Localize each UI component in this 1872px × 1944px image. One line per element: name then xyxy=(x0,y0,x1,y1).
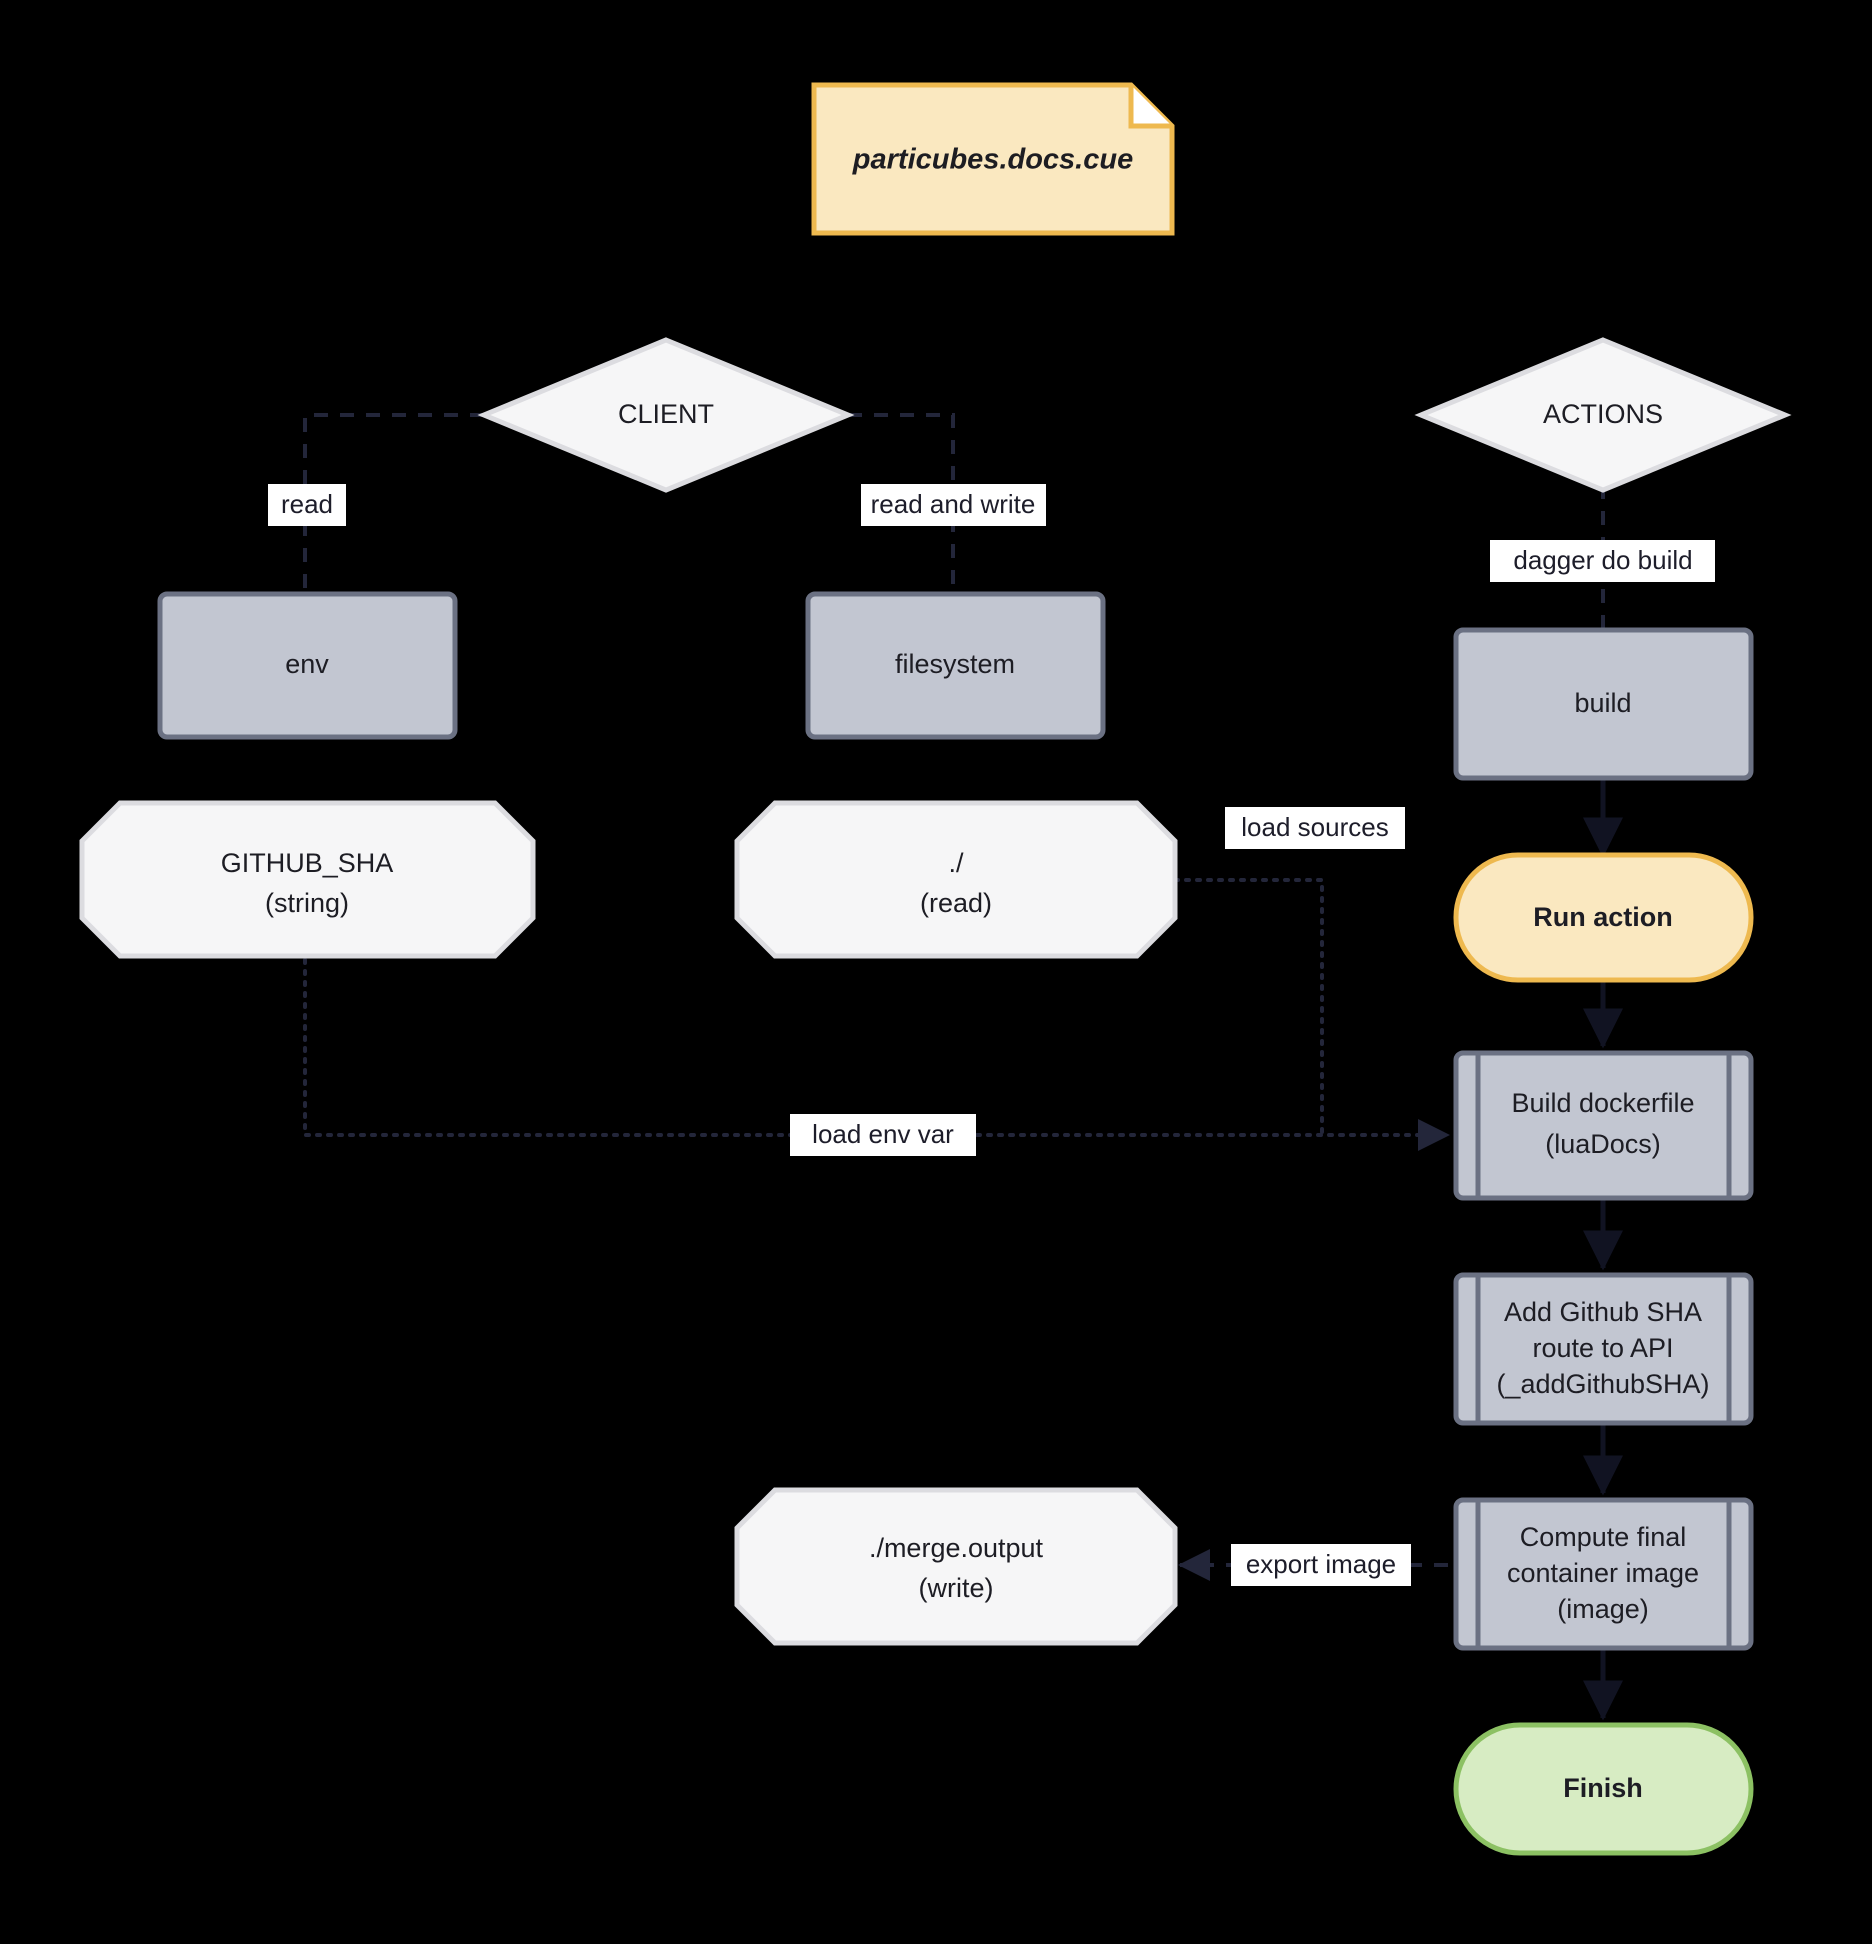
merge-output-line1: ./merge.output xyxy=(869,1533,1044,1563)
edge-client-env xyxy=(303,413,484,594)
build-label: build xyxy=(1574,688,1631,718)
edge-label-load-env-var: load env var xyxy=(790,1114,976,1156)
node-build[interactable]: build xyxy=(1453,627,1754,781)
edge-label-dagger-do-build-text: dagger do build xyxy=(1513,545,1692,575)
note-label: particubes.docs.cue xyxy=(852,144,1133,176)
add-github-sha-line2: route to API xyxy=(1532,1333,1673,1363)
client-label: CLIENT xyxy=(618,399,714,429)
env-label: env xyxy=(285,649,329,679)
compute-image-line3: (image) xyxy=(1557,1594,1649,1624)
dot-read-line1: ./ xyxy=(948,848,964,878)
actions-label: ACTIONS xyxy=(1543,399,1663,429)
run-action-label: Run action xyxy=(1533,902,1673,932)
edge-label-read-text: read xyxy=(281,489,333,519)
edge-label-load-env-var-text: load env var xyxy=(812,1119,954,1149)
node-run-action[interactable]: Run action xyxy=(1453,852,1754,983)
node-build-dockerfile[interactable]: Build dockerfile (luaDocs) xyxy=(1453,1050,1754,1201)
filesystem-label: filesystem xyxy=(895,649,1015,679)
build-dockerfile-line2: (luaDocs) xyxy=(1545,1129,1661,1159)
edge-dotread-builddockerfile xyxy=(1173,878,1324,1137)
github-sha-line1: GITHUB_SHA xyxy=(221,848,394,878)
merge-output-line2: (write) xyxy=(919,1573,994,1603)
add-github-sha-line3: (_addGithubSHA) xyxy=(1496,1369,1709,1399)
node-add-github-sha[interactable]: Add Github SHA route to API (_addGithubS… xyxy=(1453,1272,1754,1426)
dot-read-line2: (read) xyxy=(920,888,992,918)
edge-label-export-image-text: export image xyxy=(1246,1549,1396,1579)
edge-label-load-sources: load sources xyxy=(1225,807,1405,849)
edge-label-dagger-do-build: dagger do build xyxy=(1490,540,1715,582)
finish-label: Finish xyxy=(1563,1773,1643,1803)
edge-label-export-image: export image xyxy=(1231,1544,1411,1586)
edge-labels-layer: read read and write dagger do build load… xyxy=(268,484,1715,1586)
node-github-sha[interactable]: GITHUB_SHA (string) xyxy=(79,800,536,959)
compute-image-line2: container image xyxy=(1507,1558,1699,1588)
edge-label-load-sources-text: load sources xyxy=(1241,812,1388,842)
build-dockerfile-line1: Build dockerfile xyxy=(1511,1088,1694,1118)
edge-githubsha-builddockerfile xyxy=(303,958,1450,1151)
node-env[interactable]: env xyxy=(157,591,458,740)
node-compute-image[interactable]: Compute final container image (image) xyxy=(1453,1497,1754,1651)
node-note-particubes-docs-cue[interactable]: particubes.docs.cue xyxy=(811,82,1175,236)
node-finish[interactable]: Finish xyxy=(1453,1722,1754,1856)
edge-label-read: read xyxy=(268,484,346,526)
node-filesystem[interactable]: filesystem xyxy=(805,591,1106,740)
node-actions[interactable]: ACTIONS xyxy=(1414,337,1792,493)
node-dot-read[interactable]: ./ (read) xyxy=(734,800,1178,959)
edge-label-read-and-write: read and write xyxy=(861,484,1046,526)
edge-client-filesystem xyxy=(848,413,955,594)
node-client[interactable]: CLIENT xyxy=(477,337,855,493)
edge-label-read-and-write-text: read and write xyxy=(871,489,1036,519)
compute-image-line1: Compute final xyxy=(1520,1522,1687,1552)
add-github-sha-line1: Add Github SHA xyxy=(1504,1297,1702,1327)
github-sha-line2: (string) xyxy=(265,888,349,918)
node-merge-output[interactable]: ./merge.output (write) xyxy=(734,1487,1178,1646)
